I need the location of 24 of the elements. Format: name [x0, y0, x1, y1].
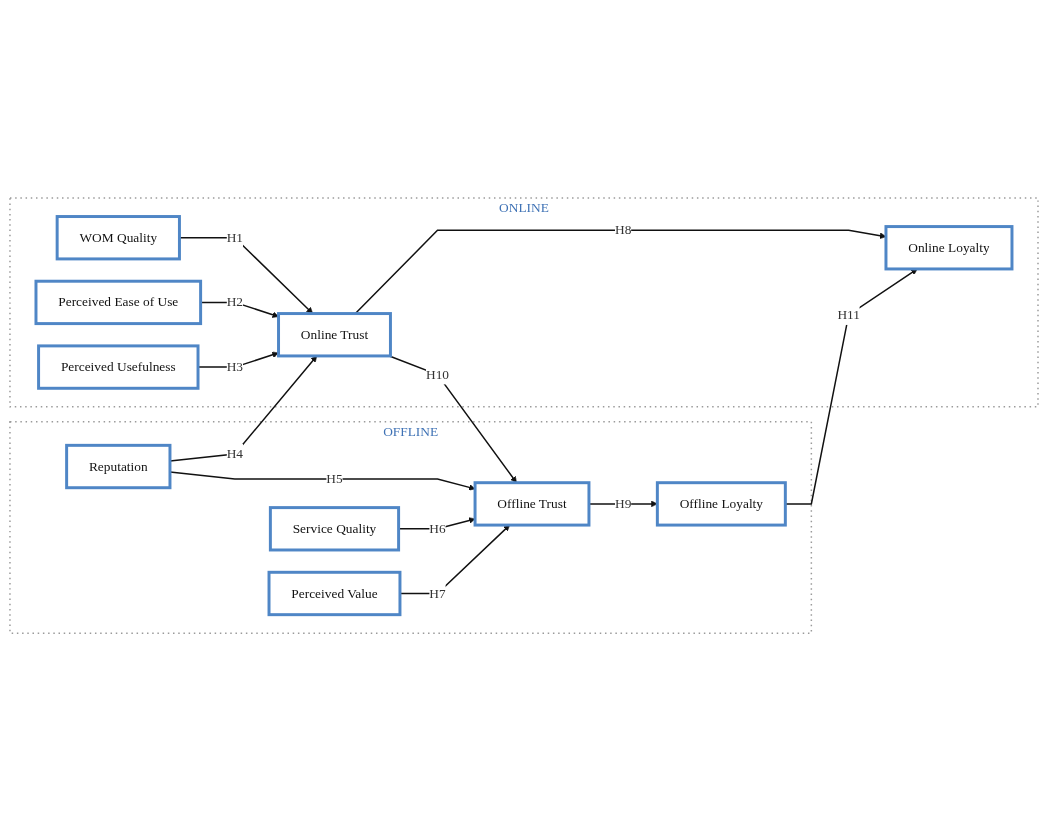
edge-label: H11 [836, 306, 860, 322]
edge-label: H6 [428, 520, 446, 536]
edge-label: H1 [226, 229, 243, 245]
edge-label: H4 [226, 446, 243, 462]
node-box: Reputation [64, 443, 171, 490]
edge-label: H7 [428, 585, 446, 601]
arrow [784, 268, 918, 505]
node-box: Service Quality [268, 506, 400, 552]
edge-label: H10 [425, 366, 449, 382]
node-box: Online Trust [276, 311, 392, 358]
edge-label: H9 [614, 495, 631, 511]
edge-label: H3 [226, 359, 243, 375]
node-box: Perceived Ease of Use [34, 279, 202, 325]
edge-label: H5 [325, 471, 343, 486]
node-box: Online Loyalty [884, 224, 1013, 271]
arrow [178, 236, 313, 314]
arrow [388, 355, 517, 483]
node-box: WOM Quality [55, 214, 181, 261]
node-box: Offline Trust [473, 481, 590, 527]
node-box: Perceived Usefulness [36, 344, 199, 390]
node-box: Offline Loyalty [655, 481, 787, 527]
edge-label: H2 [226, 294, 243, 310]
edge-label: H8 [614, 222, 631, 238]
node-box: Perceived Value [267, 570, 401, 617]
